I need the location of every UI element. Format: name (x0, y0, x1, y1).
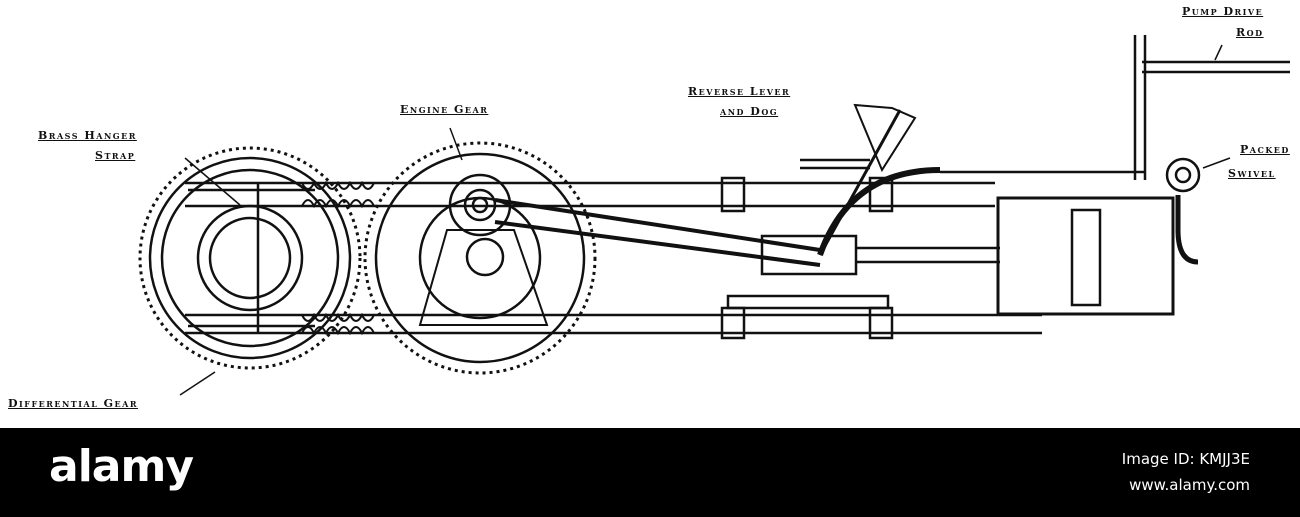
engine-gear-rim (374, 152, 586, 364)
brass-hanger-label: Brass Hanger (38, 129, 137, 142)
pump-drive-label-line2: Rod (1236, 26, 1264, 39)
reverse-lever-label-line2: and Dog (720, 105, 779, 118)
packed-swivel-label-line2: Swivel (1228, 167, 1276, 180)
crank-weight (418, 229, 549, 326)
packed-swivel (1165, 157, 1201, 193)
differential-hub (196, 204, 304, 312)
engine-diagram: Pump Drive Rod Reverse Lever and Dog Pac… (8, 5, 1290, 410)
differential-gear-label: Differential Gear (8, 397, 139, 410)
engine-gear-label: Engine Gear (400, 103, 489, 116)
reverse-lever-label: Reverse Lever (688, 85, 791, 98)
reverse-lever (818, 109, 902, 256)
watermark-banner: alamy Image ID: KMJJ3E www.alamy.com (0, 428, 1300, 517)
packed-swivel-label: Packed (1240, 143, 1290, 156)
differential-gear-teeth (138, 146, 362, 370)
engine-drawing (138, 35, 1290, 396)
brand-logo: alamy (49, 441, 194, 492)
connecting-rod (494, 198, 821, 252)
reverse-quadrant (817, 167, 941, 256)
image-id-text: Image ID: KMJJ3E (1121, 450, 1250, 468)
crosshead (760, 234, 858, 276)
piston (1070, 208, 1102, 307)
engine-gear-teeth (363, 141, 597, 375)
site-url-text: www.alamy.com (1129, 476, 1250, 494)
differential-gear-rim (148, 156, 352, 360)
brass-hanger-label-line2: Strap (95, 149, 136, 162)
pump-drive-label: Pump Drive (1182, 5, 1264, 18)
cylinder (996, 196, 1175, 316)
